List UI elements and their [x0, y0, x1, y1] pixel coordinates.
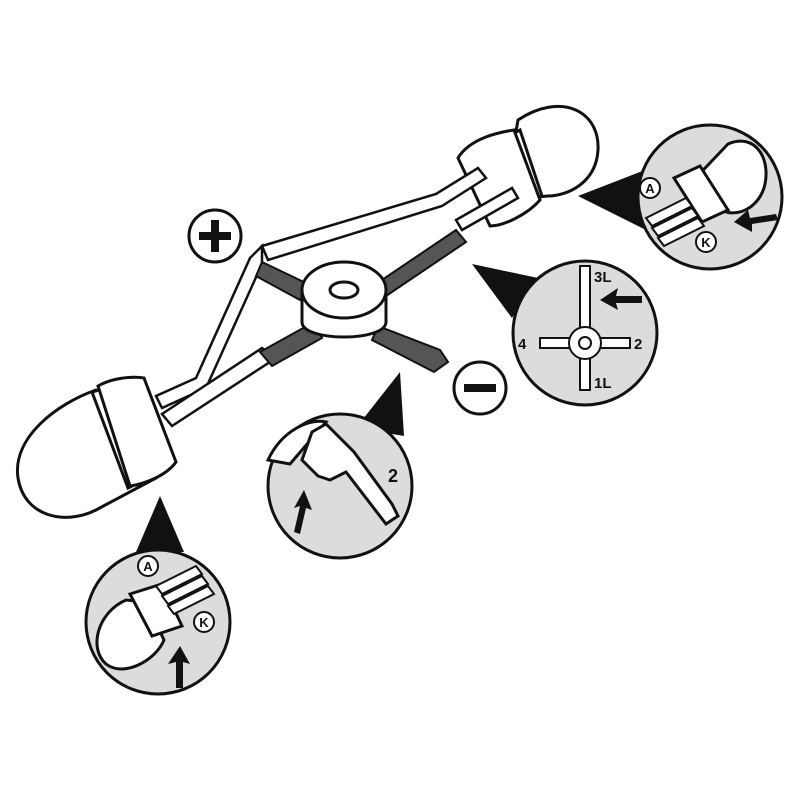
pin-label-1l: 1L [594, 375, 612, 392]
plus-sign [187, 208, 243, 264]
cathode-label-left: K [199, 615, 209, 630]
pin-label-2: 2 [634, 336, 642, 353]
led-right [456, 104, 600, 228]
pin-label-4: 4 [518, 336, 527, 353]
cathode-label-right: K [701, 235, 711, 250]
led-left [16, 375, 178, 519]
anode-label-right: A [645, 181, 655, 196]
pin-number-label: 2 [388, 466, 398, 486]
callout-pin-detail: 2 [265, 412, 414, 560]
cathode-leads [254, 228, 468, 374]
callout-led-right: A K [636, 123, 784, 271]
pin-label-3l: 3L [594, 269, 612, 286]
anode-leads [154, 166, 520, 428]
minus-sign [452, 360, 508, 416]
callout-pinout: 3L 1L 4 2 [511, 259, 659, 407]
anode-label-left: A [143, 559, 153, 574]
central-hub [300, 260, 388, 339]
callout-led-left: A K [84, 548, 232, 696]
